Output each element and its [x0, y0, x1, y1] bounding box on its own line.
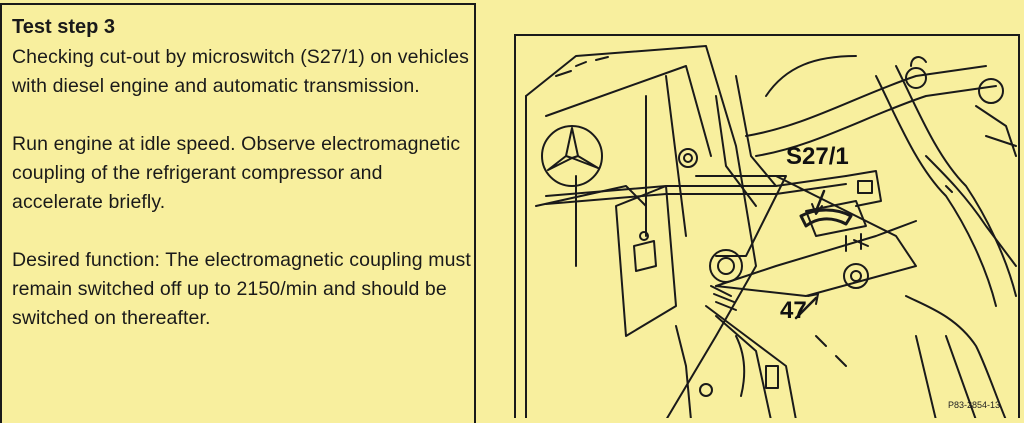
label-47: 47	[780, 297, 807, 324]
figure-code: P83-2854-13	[948, 400, 1000, 410]
desired-function: Desired function: The electromagnetic co…	[12, 249, 471, 329]
step-description: Checking cut-out by microswitch (S27/1) …	[12, 46, 470, 97]
test-step-panel: Test step 3 Checking cut-out by microswi…	[0, 3, 476, 423]
step-instruction: Run engine at idle speed. Observe electr…	[12, 133, 461, 213]
engine-drawing: S27/1 47 P83-2854-13	[525, 45, 1017, 418]
engine-illustration: S27/1 47 P83-2854-13	[514, 34, 1020, 418]
test-step-title: Test step 3	[12, 16, 115, 38]
label-s27-1: S27/1	[786, 143, 849, 170]
